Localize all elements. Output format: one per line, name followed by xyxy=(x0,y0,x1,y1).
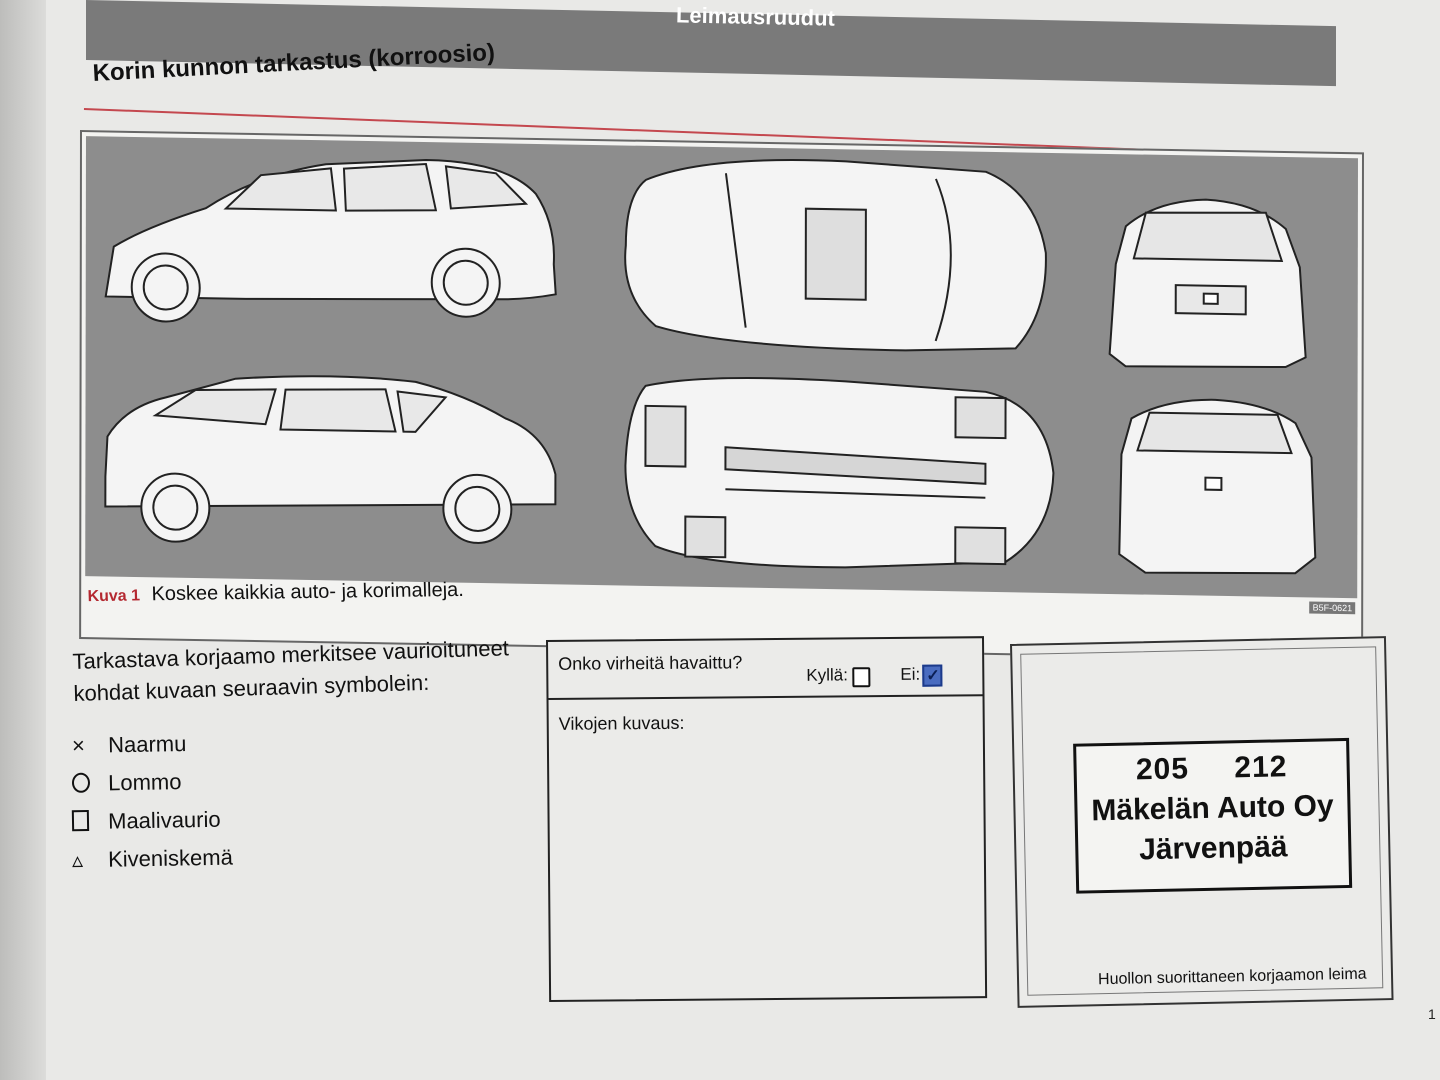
workshop-stamp-area: 205 212 Mäkelän Auto Oy Järvenpää Huollo… xyxy=(1020,646,1384,996)
yes-label: Kyllä: xyxy=(806,665,848,685)
stamp-code-1: 205 xyxy=(1135,752,1190,787)
fault-form: Onko virheitä havaittu? Kyllä: Ei: ✓ Vik… xyxy=(546,636,988,1002)
triangle-icon: ▵ xyxy=(71,847,84,873)
car-diagram-illustration xyxy=(104,159,1317,575)
defects-description-label: Vikojen kuvaus: xyxy=(558,712,685,734)
no-checkbox[interactable]: ✓ xyxy=(922,664,943,687)
stamp-code-2: 212 xyxy=(1233,750,1288,785)
car-diagram-panel xyxy=(85,136,1358,599)
stamp-company: Mäkelän Auto Oy xyxy=(1091,789,1334,828)
check-icon: ✓ xyxy=(926,667,940,685)
stamp-caption: Huollon suorittaneen korjaamon leima xyxy=(1097,965,1367,989)
car-top-view-icon xyxy=(624,159,1047,352)
car-front-view-icon xyxy=(1108,198,1307,369)
car-side-view-left-icon xyxy=(104,159,557,323)
car-rear-view-icon xyxy=(1118,398,1317,575)
legend-item-stone-chip: ▵ Kiveniskemä xyxy=(72,845,233,874)
legend-intro: Tarkastava korjaamo merkitsee vaurioitun… xyxy=(72,632,534,710)
legend-item-scratch: × Naarmu xyxy=(72,731,187,759)
legend-item-paint-damage: Maalivaurio xyxy=(71,806,221,836)
legend-item-label: Kiveniskemä xyxy=(107,844,234,872)
yes-checkbox[interactable] xyxy=(852,667,871,688)
circle-icon xyxy=(71,772,91,793)
stamp-city: Järvenpää xyxy=(1138,830,1288,867)
fault-question-row: Onko virheitä havaittu? Kyllä: Ei: ✓ xyxy=(548,638,983,700)
figure-code: B5F-0621 xyxy=(1309,601,1356,615)
page-binding-edge xyxy=(0,0,46,1080)
car-underside-view-icon xyxy=(624,377,1055,569)
page-number: 1 xyxy=(1428,1006,1436,1022)
figure-caption: Kuva 1 Koskee kaikkia auto- ja korimalle… xyxy=(87,579,464,607)
workshop-stamp: 205 212 Mäkelän Auto Oy Järvenpää xyxy=(1073,737,1353,894)
legend-item-label: Lommo xyxy=(107,769,182,796)
legend-item-label: Naarmu xyxy=(107,731,187,758)
section-label: Leimausruudut xyxy=(675,2,836,31)
legend-item-label: Maalivaurio xyxy=(107,806,221,834)
workshop-stamp-frame: 205 212 Mäkelän Auto Oy Järvenpää Huollo… xyxy=(1010,636,1394,1008)
cross-icon: × xyxy=(71,732,86,758)
car-side-view-right-icon xyxy=(104,375,557,544)
square-icon xyxy=(71,810,90,832)
stamp-codes: 205 212 xyxy=(1076,749,1347,789)
figure-caption-text: Koskee kaikkia auto- ja korimalleja. xyxy=(151,578,465,606)
car-diagram-figure: Kuva 1 Koskee kaikkia auto- ja korimalle… xyxy=(79,130,1364,662)
no-label: Ei: xyxy=(900,664,921,684)
fault-question: Onko virheitä havaittu? xyxy=(558,652,743,674)
figure-caption-label: Kuva 1 xyxy=(87,587,141,606)
legend-item-dent: Lommo xyxy=(71,769,182,797)
